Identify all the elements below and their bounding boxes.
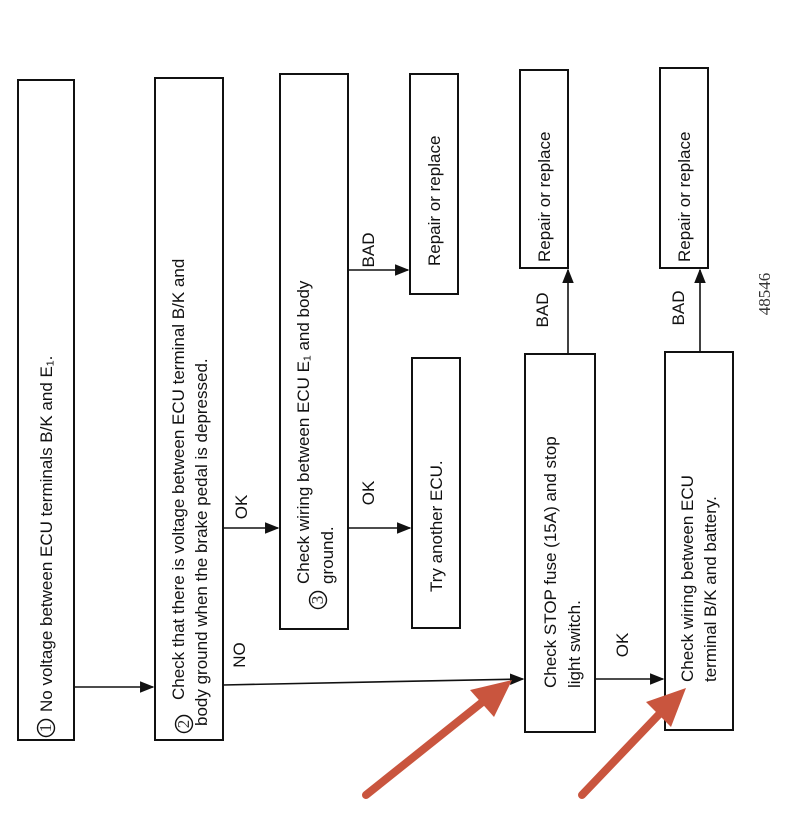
edge-n2-n6	[222, 673, 525, 686]
node-8-text-line2: terminal B/K and battery.	[701, 496, 720, 682]
node-6-text-line2: light switch.	[565, 600, 584, 688]
step-marker-circle-3	[308, 590, 328, 610]
node-9-text: Repair or replace	[675, 132, 694, 262]
node-2-text-line2: body ground when the brake pedal is depr…	[192, 358, 211, 726]
step-marker-circle-2	[174, 714, 194, 734]
node-2-box	[154, 77, 224, 741]
edge-label-n2-n3: OK	[232, 494, 251, 519]
node-3-text-line1: Check wiring between ECU E₁ and body	[294, 280, 313, 584]
edge-label-n8-n9: BAD	[669, 291, 688, 326]
edge-label-n2-n6: NO	[230, 642, 249, 668]
node-7-box	[519, 69, 569, 269]
node-3-text-line2: ground.	[318, 526, 337, 584]
annotation-arrow-2	[578, 688, 686, 799]
step-marker-circle-1	[36, 718, 56, 738]
edge-label-n6-n7: BAD	[533, 293, 552, 328]
edge-label-n3-n4: BAD	[359, 233, 378, 268]
node-4-box	[409, 73, 459, 295]
edge-label-n3-n5: OK	[359, 480, 378, 505]
node-8-text-line1: Check wiring between ECU	[678, 475, 697, 682]
node-5-text: Try another ECU.	[427, 460, 446, 592]
node-6-text-line1: Check STOP fuse (15A) and stop	[541, 436, 560, 688]
node-7-text: Repair or replace	[535, 132, 554, 262]
node-3-box	[279, 73, 349, 630]
node-9-box	[659, 67, 709, 269]
step-marker-3: 3	[308, 596, 327, 605]
node-5-box	[411, 357, 461, 629]
node-6-box	[524, 353, 596, 733]
annotation-arrow-1	[362, 680, 512, 799]
step-marker-1: 1	[36, 724, 55, 733]
figure-number: 48546	[755, 273, 774, 316]
node-1-box	[17, 79, 75, 741]
node-2-text-line1: Check that there is voltage between ECU …	[169, 259, 188, 700]
node-4-text: Repair or replace	[425, 136, 444, 266]
node-8-box	[664, 351, 734, 731]
step-marker-2: 2	[174, 720, 193, 729]
node-1-text: No voltage between ECU terminals B/K and…	[37, 356, 56, 712]
edge-label-n6-n8: OK	[613, 632, 632, 657]
